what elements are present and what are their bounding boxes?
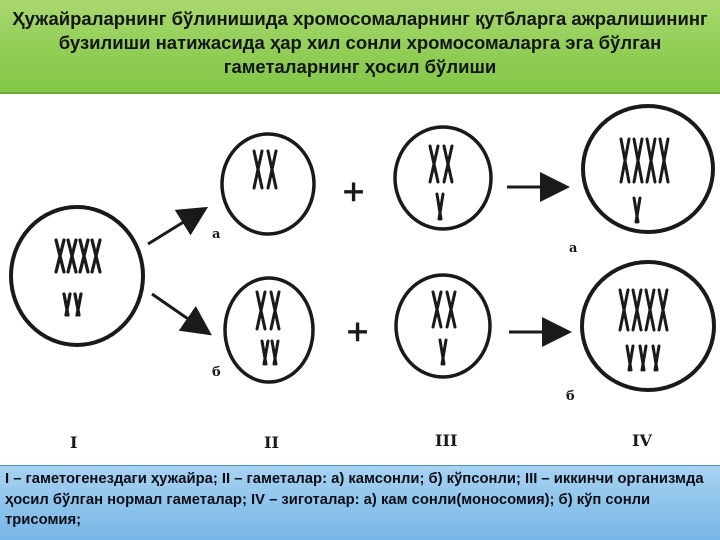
diagram-svg: а б + + [9,104,716,452]
gamete-formation-diagram: а б + + [0,94,720,465]
caption-panel: I – гаметогенездаги ҳужайра; II – гамета… [0,465,720,540]
normal-gamete-top [393,125,493,231]
variant-label-a: а [212,227,221,242]
stage-label-2: II [264,433,279,452]
chromosome-set [54,238,102,317]
title-banner: Ҳужайраларнинг бўлинишида хромосомаларни… [0,0,720,94]
variant-label-b: б [212,365,221,380]
gamete-deficient [220,132,316,236]
normal-gamete-bottom [394,273,492,379]
arrow-to-gamete-a [147,206,209,246]
stage-label-3: III [435,431,457,450]
zygote-trisomy [580,260,716,392]
gamete-excess [223,276,315,384]
plus-sign-top: + [341,174,366,209]
plus-sign-bottom: + [345,314,370,349]
cell-stage-1 [9,205,145,347]
zygote-monosomy [581,104,715,234]
slide-title: Ҳужайраларнинг бўлинишида хромосомаларни… [12,8,708,77]
stage-label-4: IV [632,431,652,450]
stage-label-1: I [70,433,77,452]
variant-label-b: б [566,389,575,404]
caption-text: I – гаметогенездаги ҳужайра; II – гамета… [5,471,704,528]
variant-label-a: а [569,241,578,256]
arrow-to-gamete-b [151,292,212,336]
